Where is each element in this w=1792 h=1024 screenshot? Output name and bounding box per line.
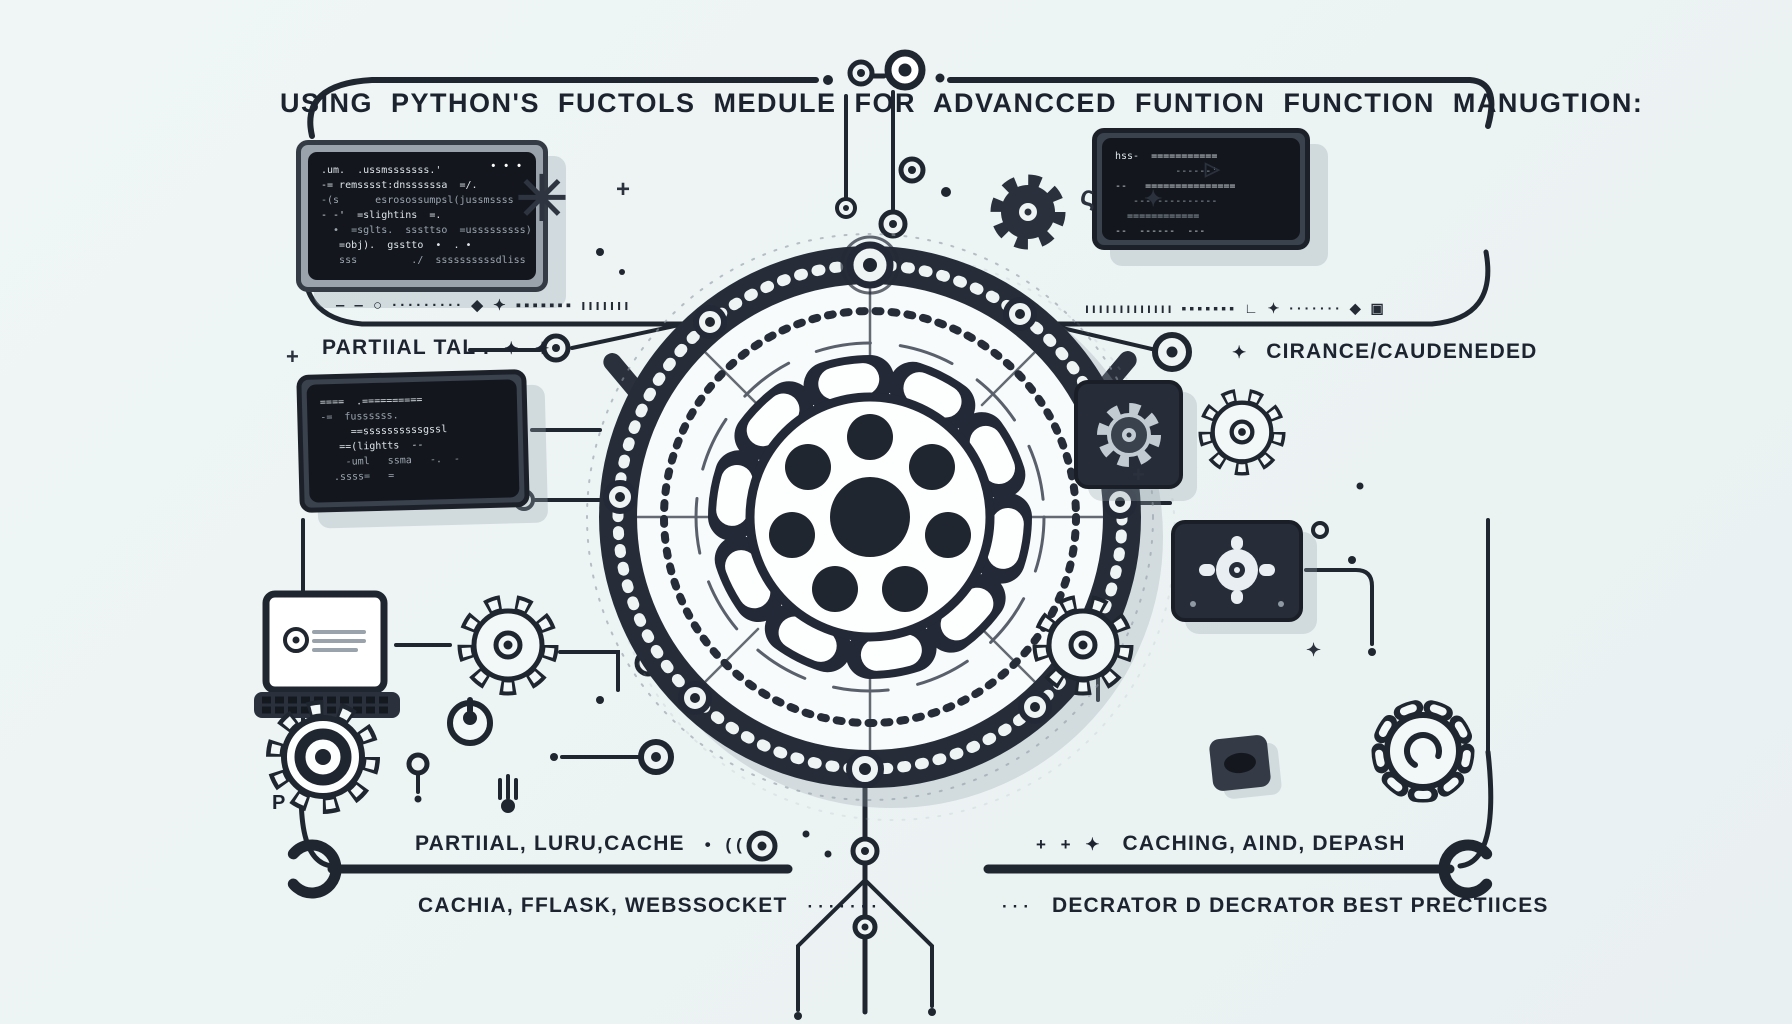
- gear-square-panel: [1074, 380, 1183, 489]
- triangle-icon: ▷: [1205, 159, 1220, 180]
- knob-icon: [447, 697, 493, 746]
- code-screen: ==== .========== -= fussssss. ==ssssssss…: [306, 379, 520, 503]
- footer-right-row1-text: CACHING, AIND, DEPASH: [1122, 832, 1406, 855]
- gear-light-icon: [1096, 402, 1161, 467]
- code-line: .um. .ussmsssssss.': [321, 165, 442, 176]
- gear-left-icon: [457, 594, 559, 696]
- footer-right-row2-decor: ···: [1002, 897, 1034, 916]
- code-window-top-right: hss- =========== ------' -- ============…: [1092, 128, 1310, 250]
- plus-icon: +: [616, 176, 631, 203]
- nut-icon: [1208, 734, 1272, 792]
- nut-hole: [1223, 751, 1257, 775]
- code-line: --------------: [1115, 196, 1218, 207]
- dial-segment-ring: [694, 341, 1046, 693]
- window-dots: • • •: [491, 160, 524, 172]
- sparkle-icon: ✦: [1232, 343, 1253, 362]
- footer-left-row1: PARTIIAL, LURU,CACHE • ((: [415, 832, 747, 856]
- code-line: =obj). gsstto • . •: [321, 240, 472, 251]
- functools-gear-dial: [586, 233, 1154, 801]
- code-line: • =sglts. sssttso =usssssssss): [321, 225, 532, 236]
- code-line: -(s esrosossumpsl(jussmssss: [321, 195, 514, 206]
- sparkle-icon: ✦: [1144, 186, 1163, 211]
- tick-row-right: ııııııııııııı ▪▪▪▪▪▪▪ ∟ ✦ ······· ◆ ▣: [1085, 300, 1387, 316]
- code-screen: hss- =========== ------' -- ============…: [1102, 138, 1300, 240]
- sparkle-icons: ✦ ✦: [504, 339, 556, 358]
- gear-icon: [708, 355, 1032, 679]
- footer-node-left: [746, 830, 832, 862]
- footer-left-row1-decor: • ((: [704, 835, 747, 854]
- connector-vertical-lines: [835, 90, 908, 239]
- section-label-left-text: PARTIIAL TAL .: [322, 336, 491, 359]
- code-line: hss- ===========: [1115, 151, 1218, 162]
- plus-icon: +: [286, 344, 299, 369]
- code-line: -- ===============: [1115, 181, 1236, 192]
- code-line: - -' =slightins =.: [321, 210, 442, 221]
- code-line: -= remsssst:dnssssssa =/.: [321, 180, 478, 191]
- trace-top-right: [1017, 249, 1491, 327]
- code-line: -- ------ ---: [1115, 226, 1206, 237]
- code-window-mid-left: ==== .========== -= fussssss. ==ssssssss…: [296, 369, 530, 513]
- flat-gear-icon: [1190, 536, 1284, 607]
- header-connector-node: [847, 49, 945, 91]
- gear-right-icon: [1032, 594, 1134, 696]
- page-title: USING PYTHON'S FUCTOLS MEDULE FOR ADVANC…: [280, 88, 1644, 118]
- header-rule-right: [947, 77, 1495, 129]
- medal-star-icon: ✳: [516, 165, 568, 234]
- code-screen: • • • .um. .ussmsssssss.' -= remsssst:dn…: [308, 152, 536, 280]
- dial-spokes: [635, 282, 1105, 752]
- footer-right-row1-decor: + + ✦: [1036, 835, 1105, 854]
- footer-right-row2-text: DECRATOR D DECRATOR BEST PRECTIICES: [1051, 894, 1549, 917]
- top-right-nodes: [898, 156, 951, 197]
- section-label-left: PARTIIAL TAL . ✦ ✦: [322, 336, 569, 360]
- gear-dark-top-icon: [990, 174, 1066, 250]
- dial-tick-ring: [660, 307, 1080, 727]
- gear-hub: [830, 477, 910, 557]
- sparkle-icon: ✦: [1306, 640, 1322, 660]
- plus-icon: +: [1132, 462, 1145, 487]
- code-line: sss ./ ssssssssssdliss: [321, 255, 526, 266]
- scatter-rings: [1311, 521, 1329, 539]
- gear-holes: [769, 414, 971, 612]
- device-panel-right: [1171, 520, 1303, 622]
- footer-right-row2: ··· DECRATOR D DECRATOR BEST PRECTIICES: [1002, 894, 1549, 918]
- stray-letter-p: P: [272, 792, 287, 814]
- gear-bottom-right-icon: [1371, 699, 1475, 803]
- footer-left-row1-text: PARTIIAL, LURU,CACHE: [415, 832, 685, 855]
- gear-outline-right-icon: [1198, 388, 1286, 476]
- section-label-right: ✦ CIRANCE/CAUDENEDED: [1218, 340, 1538, 364]
- wrench-left-icon: [282, 839, 793, 899]
- code-window-top-left: • • • .um. .ussmsssssss.' -= remsssst:dn…: [296, 140, 548, 292]
- bottom-circuit: [794, 779, 936, 1020]
- pin-icons: [406, 752, 518, 813]
- squiggle-glyph: ς: [1080, 180, 1095, 211]
- footer-left-row2: CACHIA, FFLASK, WEBSSOCKET ·······: [418, 894, 882, 918]
- code-line: ============: [1115, 211, 1200, 222]
- gear-bottom-left-icon: [266, 700, 380, 814]
- wrench-right-icon: [983, 839, 1498, 899]
- footer-left-row2-decor: ·······: [807, 897, 883, 916]
- footer-left-row2-text: CACHIA, FFLASK, WEBSSOCKET: [418, 894, 788, 917]
- laptop-icon: [254, 590, 400, 718]
- tick-row-left: ‒ ‒ ○ ········· ◆ ✦ ▪▪▪▪▪▪▪ ııııııı: [336, 297, 632, 314]
- footer-right-row1: + + ✦ CACHING, AIND, DEPASH: [1036, 832, 1406, 856]
- trace-right-edge: [1457, 518, 1494, 869]
- section-label-right-text: CIRANCE/CAUDENEDED: [1266, 340, 1538, 363]
- header-rule-left: [307, 75, 833, 139]
- code-line: ------': [1115, 166, 1218, 177]
